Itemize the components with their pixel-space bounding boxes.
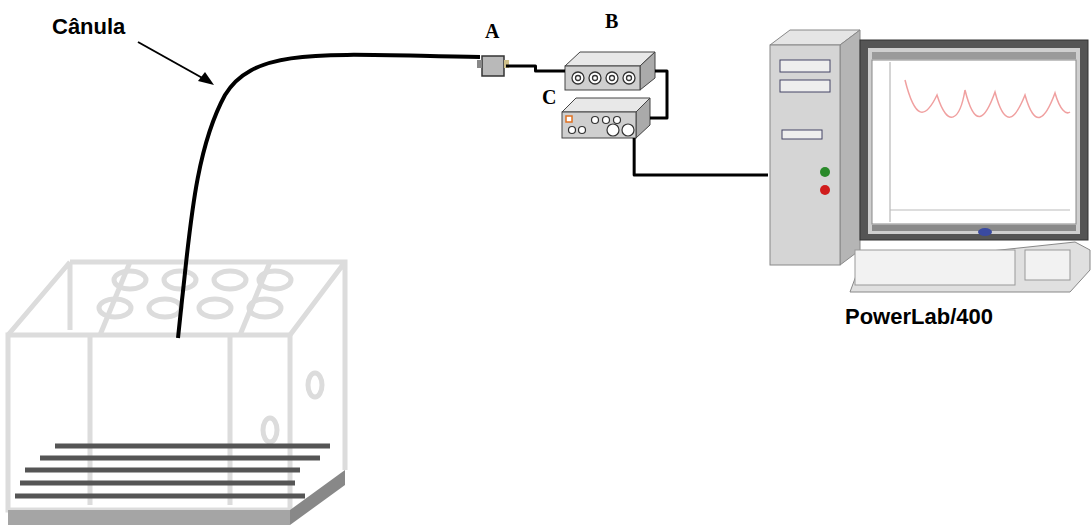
callout-letter: B	[605, 10, 618, 33]
amplifier-box: B	[565, 52, 655, 90]
computer-unit: PowerLab/400	[768, 30, 1090, 330]
device-label: PowerLab/400	[845, 304, 993, 330]
transducer-box: A	[480, 56, 506, 76]
signal-cable	[506, 66, 565, 71]
callout-letter: A	[485, 20, 499, 43]
leader-arrow	[138, 42, 214, 85]
cannula-tube	[178, 55, 480, 338]
amplifier-b	[565, 52, 655, 90]
computer	[770, 30, 1090, 292]
callout-letter: C	[542, 86, 556, 109]
transducer-a	[477, 56, 509, 76]
cage-floor	[8, 446, 345, 525]
amplifier-c	[562, 98, 650, 138]
signal-cable	[650, 71, 667, 118]
amplifier-box: C	[562, 98, 650, 138]
part-label: Cânula	[52, 14, 125, 40]
signal-cable	[634, 138, 768, 175]
animal-cage	[8, 262, 345, 510]
